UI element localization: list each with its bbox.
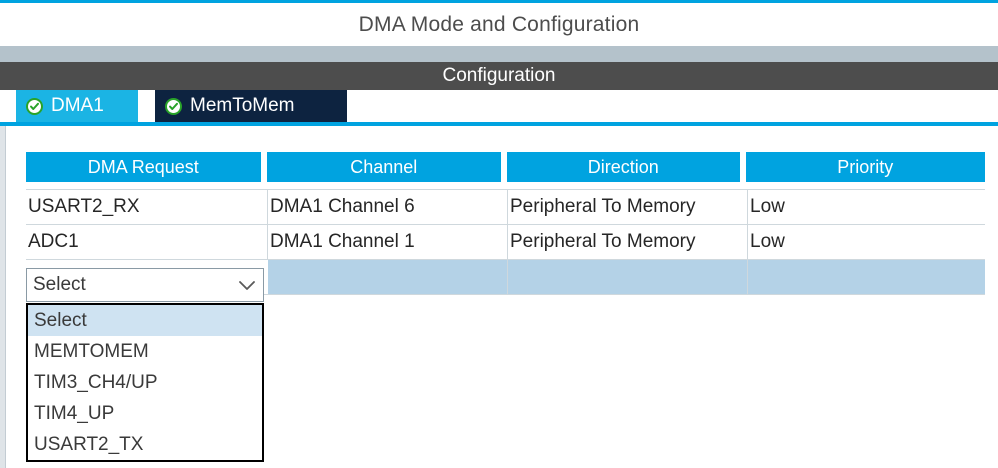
- divider-strip: [0, 46, 998, 62]
- cell-channel: [268, 260, 508, 294]
- dma-request-dropdown-list[interactable]: Select MEMTOMEM TIM3_CH4/UP TIM4_UP USAR…: [26, 303, 264, 462]
- tab-memtomem-label: MemToMem: [190, 95, 295, 116]
- dropdown-option-select[interactable]: Select: [28, 305, 262, 336]
- tab-dma1-label: DMA1: [51, 95, 104, 116]
- tab-strip: DMA1 MemToMem: [0, 90, 998, 126]
- table-row[interactable]: USART2_RX DMA1 Channel 6 Peripheral To M…: [26, 190, 985, 225]
- cell-priority: Low: [750, 196, 785, 217]
- cell-dma-request: ADC1: [26, 225, 268, 259]
- cell-channel: DMA1 Channel 1: [268, 225, 508, 259]
- dma-request-table: DMA Request Channel Direction Priority U…: [26, 152, 985, 295]
- cell-dma-request: USART2_RX: [26, 190, 268, 224]
- cell-channel: DMA1 Channel 6: [268, 190, 508, 224]
- tab-dma1[interactable]: DMA1: [16, 90, 138, 122]
- dma-request-select[interactable]: Select: [26, 268, 264, 302]
- check-circle-icon: [165, 97, 182, 115]
- table-header-row: DMA Request Channel Direction Priority: [26, 152, 985, 182]
- cell-direction: Peripheral To Memory: [508, 190, 748, 224]
- cell-priority: Low: [750, 231, 785, 252]
- cell-priority: [748, 260, 985, 294]
- tab-memtomem[interactable]: MemToMem: [155, 90, 347, 122]
- cell-direction: [508, 260, 748, 294]
- table-row-new-entry[interactable]: [26, 260, 985, 295]
- chevron-down-icon[interactable]: [237, 279, 257, 292]
- cell-direction: Peripheral To Memory: [508, 225, 748, 259]
- window-title-bar: DMA Mode and Configuration: [0, 0, 998, 46]
- dropdown-option-tim3-ch4-up[interactable]: TIM3_CH4/UP: [34, 371, 158, 393]
- dropdown-option-memtomem[interactable]: MEMTOMEM: [34, 340, 149, 362]
- check-circle-icon: [26, 97, 43, 115]
- column-header-dma-request[interactable]: DMA Request: [26, 152, 261, 182]
- column-header-direction[interactable]: Direction: [507, 152, 740, 182]
- left-rail: [0, 126, 6, 468]
- dma-request-select-value: Select: [33, 274, 86, 295]
- column-header-priority[interactable]: Priority: [745, 152, 985, 182]
- configuration-section-label: Configuration: [442, 65, 556, 86]
- dropdown-option-usart2-tx[interactable]: USART2_TX: [34, 433, 144, 455]
- page-title: DMA Mode and Configuration: [358, 12, 640, 36]
- table-body: USART2_RX DMA1 Channel 6 Peripheral To M…: [26, 189, 985, 295]
- column-header-channel[interactable]: Channel: [266, 152, 501, 182]
- table-row[interactable]: ADC1 DMA1 Channel 1 Peripheral To Memory…: [26, 225, 985, 260]
- configuration-section-bar: Configuration: [0, 62, 998, 90]
- dropdown-option-tim4-up[interactable]: TIM4_UP: [34, 402, 115, 424]
